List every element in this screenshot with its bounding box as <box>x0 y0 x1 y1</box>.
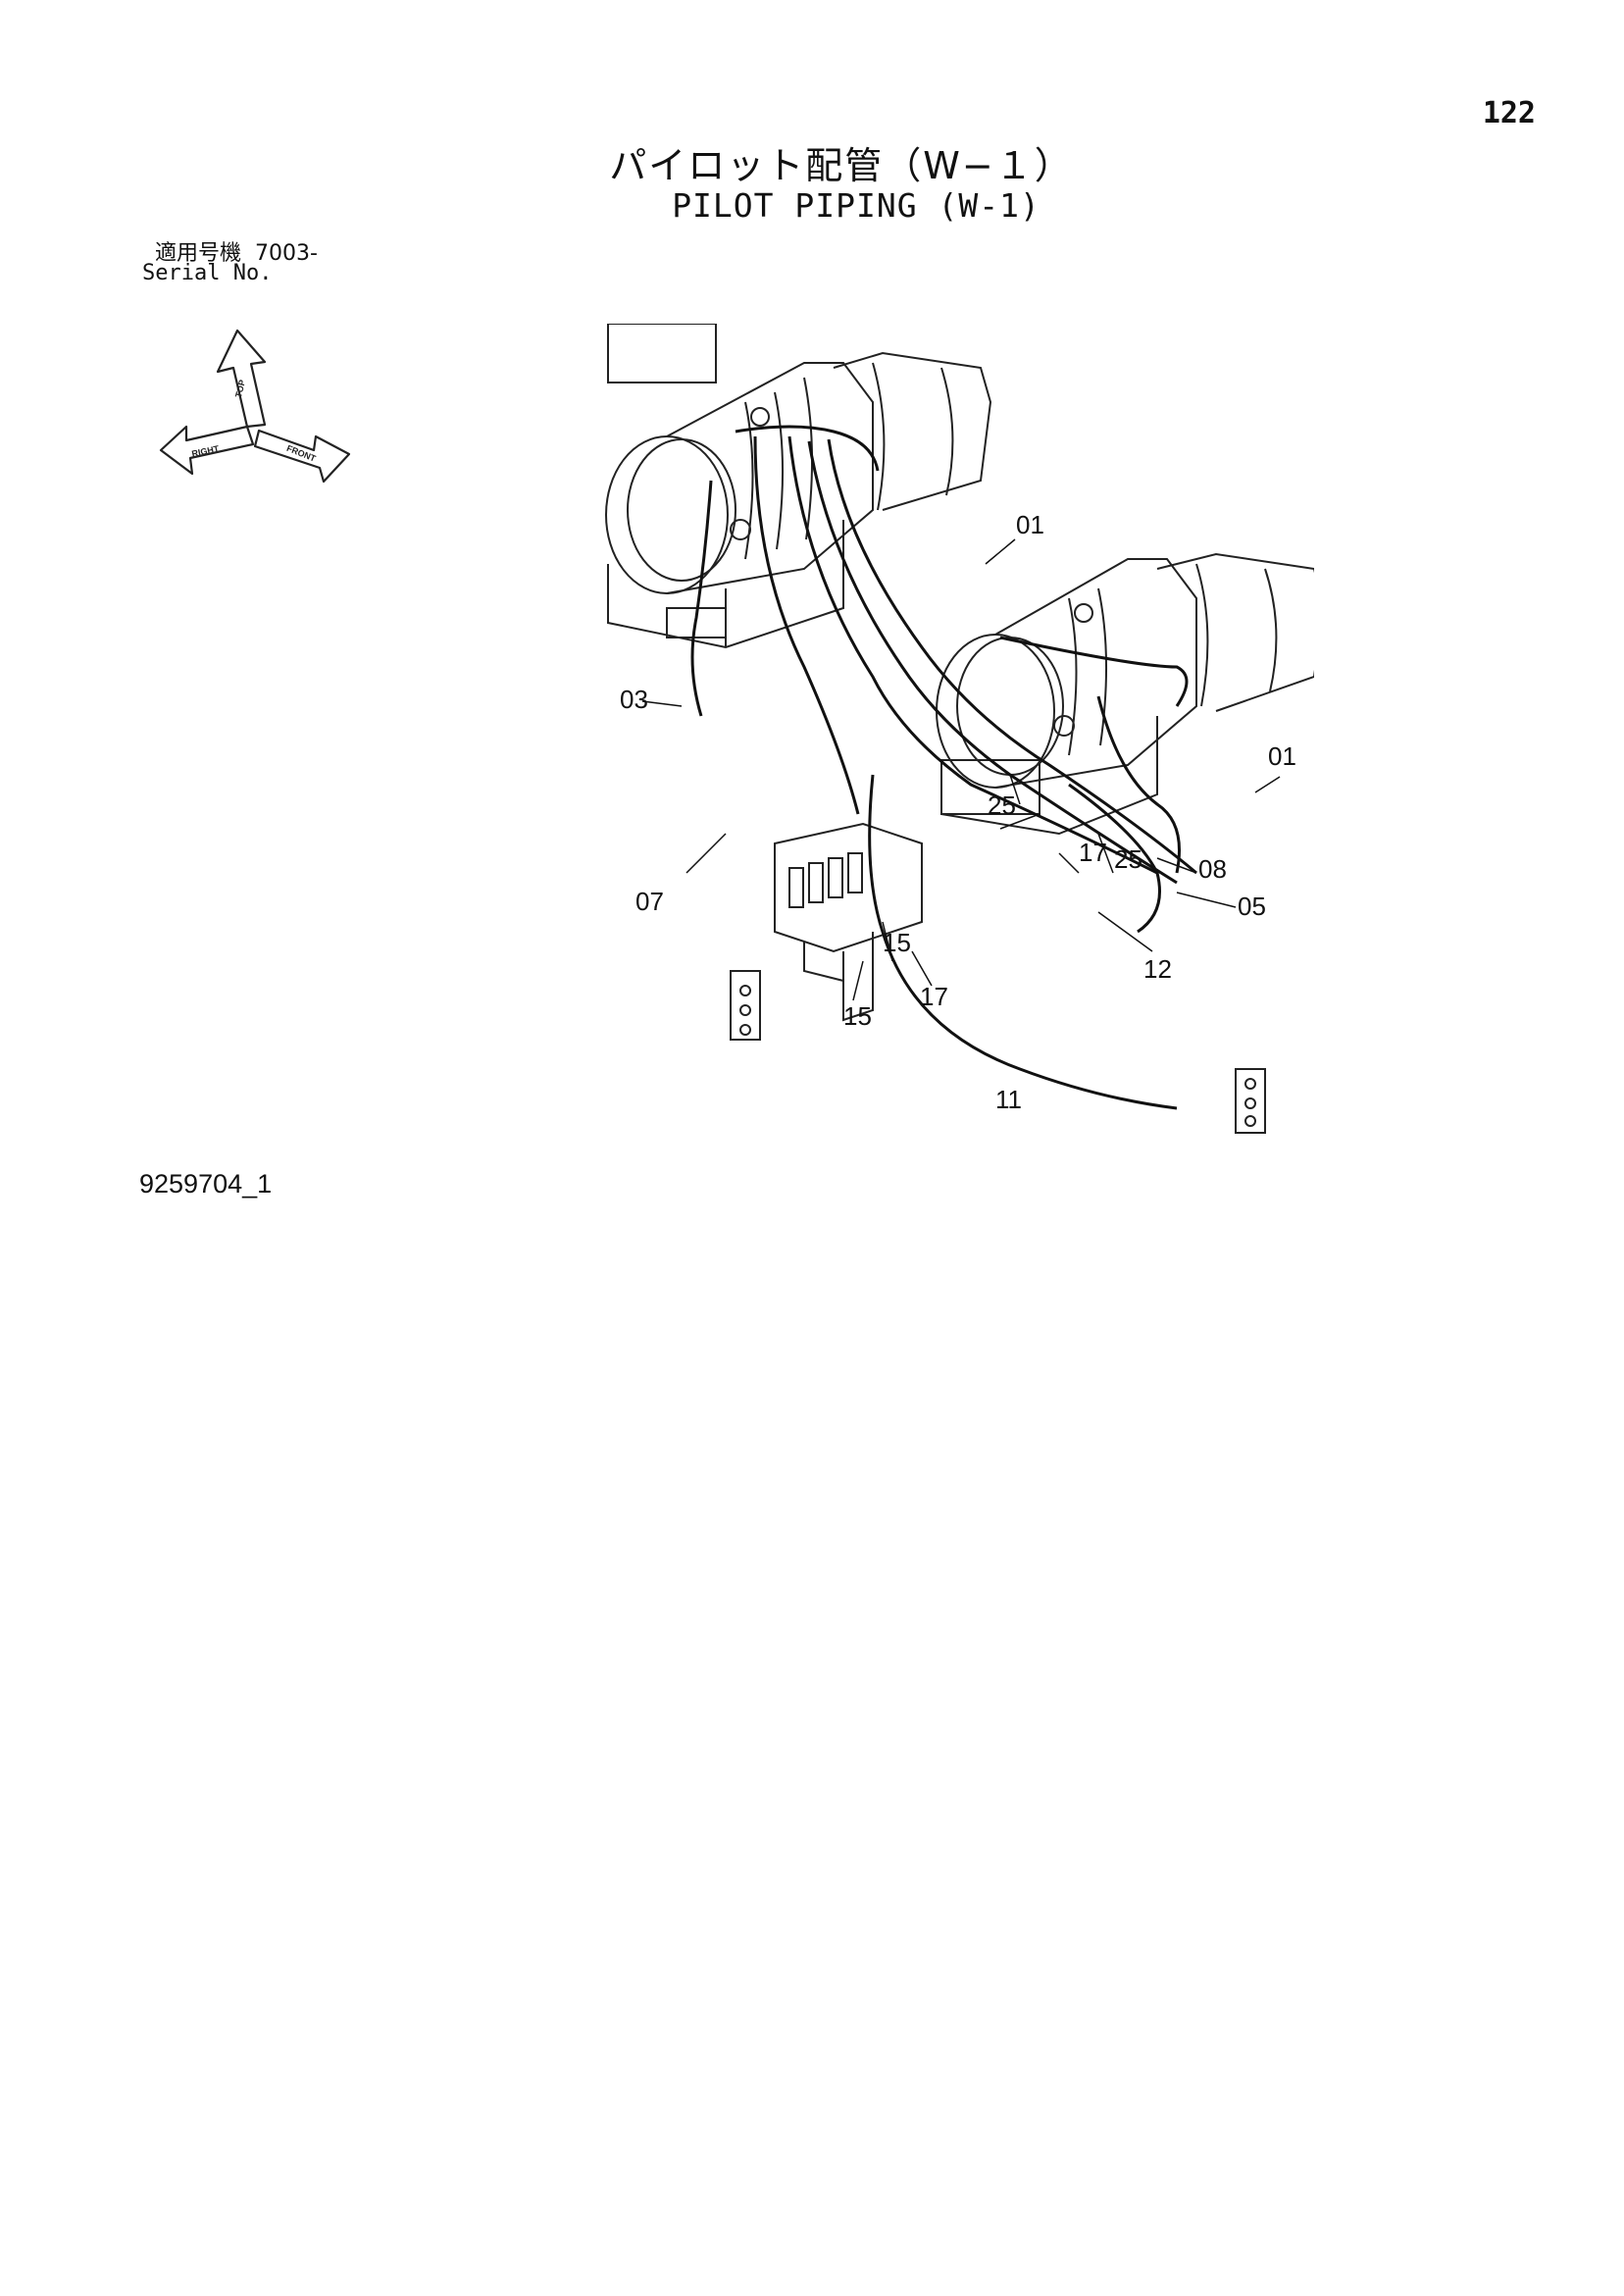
page-title-japanese: パイロット配管（W−１） <box>609 144 1074 187</box>
pilot-piping-diagram: 03 07 01 01 08 05 12 25 17 25 15 15 17 1… <box>605 324 1314 1134</box>
callout-17-bottom: 17 <box>920 982 948 1011</box>
valve-block <box>774 822 923 1022</box>
hose-08 <box>1096 695 1181 874</box>
callout-01-top: 01 <box>1016 510 1044 539</box>
callout-05: 05 <box>1238 892 1266 921</box>
callout-25-mid: 25 <box>1114 844 1142 874</box>
callout-15-bottom: 15 <box>843 1001 872 1031</box>
callout-08: 08 <box>1198 854 1227 884</box>
serial-value: 7003- <box>255 241 318 266</box>
callout-17-top: 17 <box>1079 838 1107 867</box>
callout-03: 03 <box>620 685 648 714</box>
serial-label-japanese: 適用号機 7003- <box>155 241 318 266</box>
orientation-label-top: TOP <box>233 379 247 398</box>
page-title-english: PILOT PIPING (W-1) <box>672 186 1040 225</box>
callout-01-right: 01 <box>1268 741 1296 771</box>
callout-25-top: 25 <box>988 791 1016 820</box>
hose-11 <box>868 774 1178 1110</box>
right-port-block <box>1235 1068 1266 1134</box>
callout-15-mid: 15 <box>883 928 911 957</box>
hose-12 <box>1068 783 1161 934</box>
page-number: 122 <box>1482 96 1536 130</box>
serial-label-english: Serial No. <box>142 261 273 285</box>
hose-07 <box>753 435 860 815</box>
hose-01-right <box>999 636 1189 707</box>
left-port-block <box>730 970 761 1041</box>
callout-11: 11 <box>995 1085 1022 1114</box>
callout-12: 12 <box>1143 954 1172 984</box>
drawing-id: 9259704_1 <box>139 1169 273 1199</box>
hose-03 <box>690 480 713 717</box>
callout-07: 07 <box>635 887 664 916</box>
orientation-arrows-icon: TOP FRONT RIGHT <box>159 329 351 484</box>
